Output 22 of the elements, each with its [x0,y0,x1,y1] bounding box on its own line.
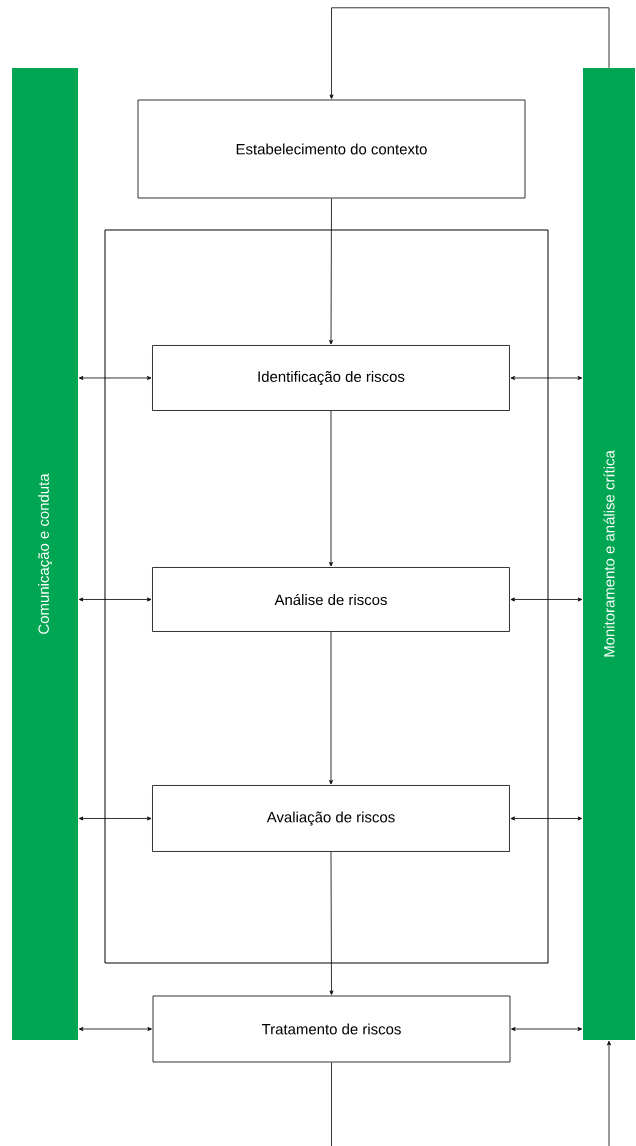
arrow [329,198,333,345]
arrow [78,597,152,602]
process-box: Estabelecimento do contexto [137,99,526,199]
arrow [329,631,333,785]
arrow [510,816,583,821]
arrow [78,1027,152,1031]
vertical-bar: Monitoramento e análise crítica [583,68,635,1040]
process-box: Tratamento de riscos [152,995,511,1063]
process-box: Análise de riscos [152,567,510,632]
arrow [329,851,334,995]
arrow [329,410,333,567]
group-frame [104,229,549,964]
arrow [510,376,583,380]
vertical-bar: Comunicação e conduta [12,68,78,1040]
arrow [329,7,610,99]
arrow [510,597,583,602]
process-box: Identificação de riscos [152,345,510,411]
arrow [607,1040,611,1146]
arrow [78,376,152,380]
process-box: Avaliação de riscos [152,785,510,852]
arrow [511,1027,583,1031]
arrow [78,816,152,821]
